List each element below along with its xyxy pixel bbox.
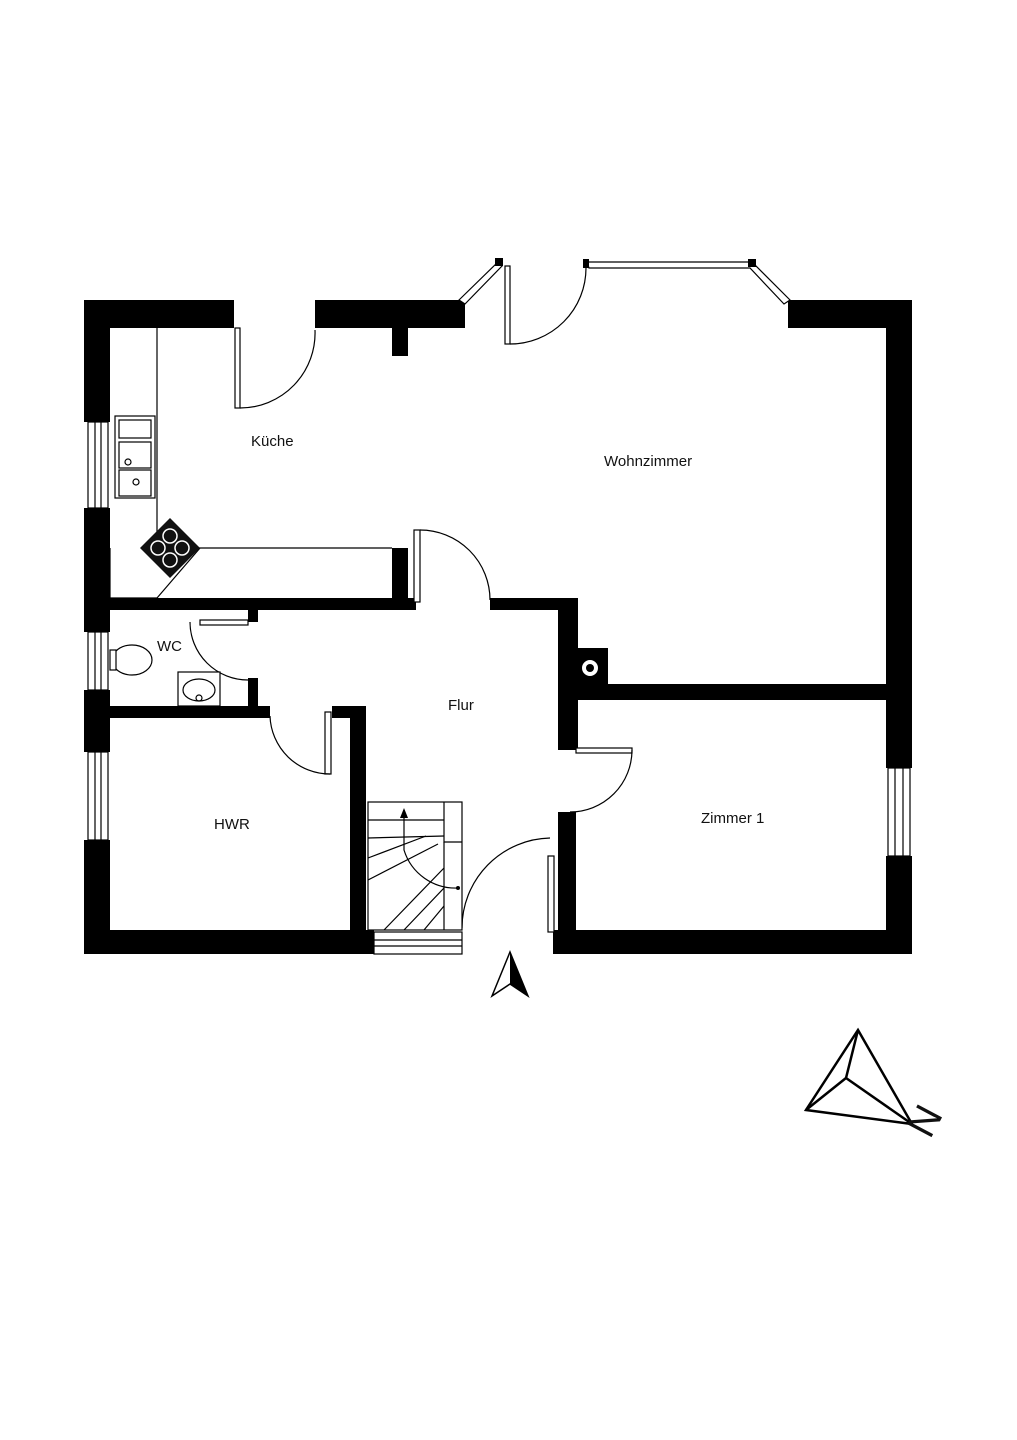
wall-left-mid1 <box>84 508 110 632</box>
angled-post <box>495 258 503 266</box>
room-label-hwr: HWR <box>214 816 250 833</box>
wall-flur-top-right <box>490 598 578 610</box>
bay-post-left <box>583 259 589 268</box>
wall-kitchen-bottom <box>110 598 416 610</box>
window-zimmer1 <box>887 767 911 857</box>
window-angled <box>458 261 503 305</box>
window-stair <box>373 931 463 955</box>
wall-left-mid2 <box>84 690 110 752</box>
wall-hwr-right <box>350 706 366 944</box>
compass-letter: N <box>899 1098 951 1144</box>
wall-wc-bottom <box>110 706 270 718</box>
wall-kitchen-stub <box>392 548 408 604</box>
door-wc <box>189 619 249 681</box>
room-label-flur: Flur <box>448 697 474 714</box>
entrance-arrow-icon <box>490 950 530 998</box>
wall-right-upper <box>886 300 912 768</box>
wall-bottom-left <box>84 930 374 954</box>
room-label-kueche: Küche <box>251 433 294 450</box>
door-hwr <box>269 711 332 775</box>
window-bay <box>586 261 791 305</box>
wall-wc-right-lower <box>248 678 258 708</box>
stove-icon <box>140 518 200 578</box>
window-kitchen <box>87 421 109 509</box>
room-label-wc: WC <box>157 638 182 655</box>
wall-wc-right-upper <box>248 610 258 622</box>
window-wc <box>87 631 109 691</box>
wall-top-stub <box>392 320 408 356</box>
door-kitchen-exterior <box>234 327 316 409</box>
washbasin-icon <box>177 671 221 707</box>
wall-zimmer-left-top <box>558 700 576 750</box>
doors <box>189 265 633 933</box>
room-label-wohnzimmer: Wohnzimmer <box>604 453 692 470</box>
staircase <box>367 801 463 931</box>
wall-living-bottom <box>572 684 890 700</box>
window-hwr <box>87 751 109 841</box>
chimney-icon <box>580 658 600 678</box>
walls <box>84 300 912 954</box>
door-zimmer1 <box>569 747 633 813</box>
stair-arrow-icon <box>400 808 408 818</box>
north-arrow-icon: N <box>803 1027 952 1144</box>
windows <box>87 258 911 955</box>
door-living-exterior <box>504 265 587 345</box>
bay-post-right <box>748 259 756 267</box>
wall-zimmer-left-bottom <box>558 812 576 940</box>
wall-left-upper <box>84 300 110 422</box>
toilet-icon <box>111 644 153 676</box>
wall-top-mid <box>315 300 465 328</box>
door-living-flur <box>413 529 491 603</box>
wall-bottom-right <box>553 930 912 954</box>
sink-icon <box>114 415 156 499</box>
wc-fixtures <box>109 644 221 707</box>
kitchen-fixtures <box>109 328 392 599</box>
room-label-zimmer1: Zimmer 1 <box>701 810 764 827</box>
door-entrance <box>461 837 555 933</box>
